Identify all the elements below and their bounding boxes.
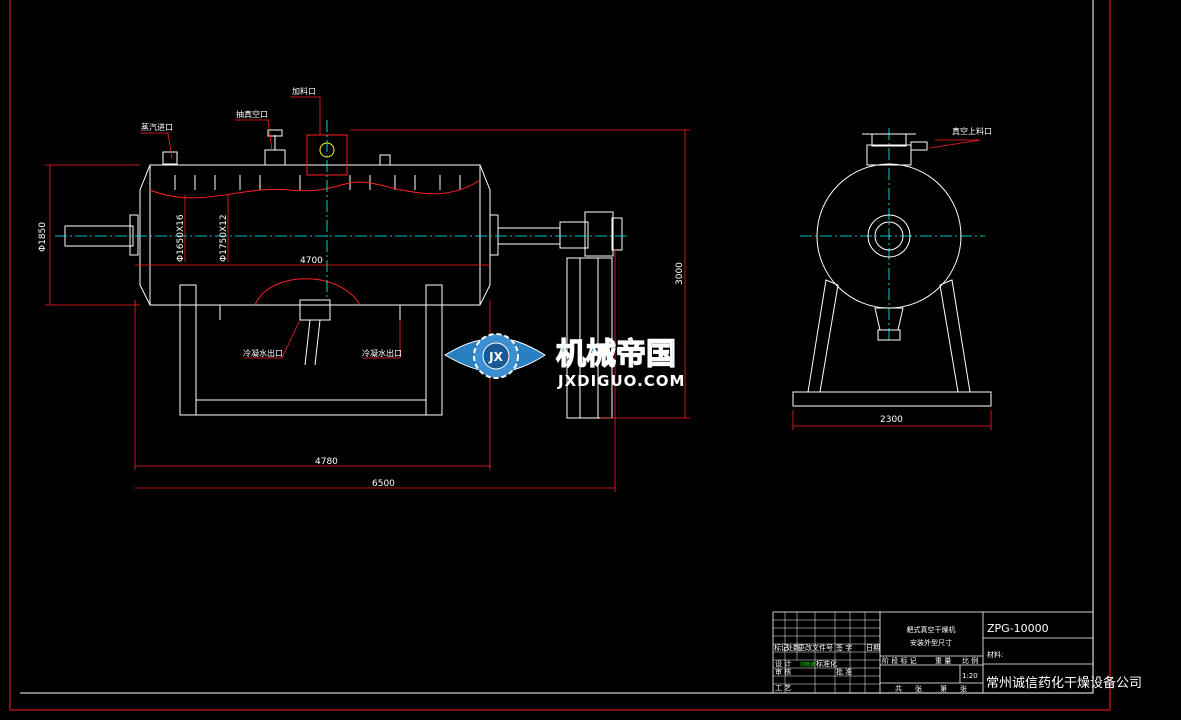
logo-emblem: JX [488,350,503,364]
dim-outer-dia: Φ1750X12 [219,214,229,262]
dim-total-length: 6500 [372,479,395,489]
left-leg [179,284,197,416]
head-mark: 标记 [774,643,788,652]
discharge-port [254,278,361,306]
motor-stand [566,257,613,419]
scale-value: 1:20 [962,672,978,680]
centerlines [55,120,985,340]
shaft-outer [867,214,911,258]
dim-inner-dia: Φ1650X16 [176,214,186,262]
rake-teeth [174,175,461,190]
motor [584,211,614,257]
right-flange [489,214,499,256]
shaft-inner [874,221,904,251]
signature-name: 刘晓波 [800,661,815,668]
drawing-number: ZPG-10000 [987,622,1049,635]
dim-side-width: 2300 [880,415,903,425]
drawing-border [9,0,1111,711]
label-feed-port: 加料口 [292,86,316,96]
vacuum-pipe [264,149,286,166]
row-standard: 标准化 [816,659,837,668]
head-date: 日期 [866,644,880,652]
front-view [64,129,623,419]
label-steam-inlet: 蒸汽进口 [141,122,173,132]
dim-total-height: 3000 [675,262,685,285]
frame-base [195,399,427,416]
steam-inlet-pipe [162,151,178,165]
dim-shell-length: 4700 [300,256,323,266]
row-approve: 批 准 [836,667,852,676]
stage-scale: 比 例 [962,656,978,665]
sheet-total: 共 [895,684,902,693]
sheet-unit1: 张 [915,684,922,693]
gearbox [559,221,589,249]
title-line2: 安装外型尺寸 [910,638,952,647]
front-dimensions [45,96,981,492]
side-view [792,133,992,407]
dim-height: Φ1850 [38,222,48,252]
head-count: 处数 [786,643,800,652]
company-name: 常州诚信药化干燥设备公司 [986,675,1142,691]
title-line1: 耙式真空干燥机 [907,625,956,634]
row-process: 工 艺 [775,684,791,692]
label-vacuum-gauge-port: 真空上料口 [952,126,992,136]
title-block [772,611,1094,694]
dim-frame-length: 4780 [315,457,338,467]
left-flange [129,214,139,256]
dryer-shell [139,164,491,306]
watermark-logo: JX 机械帝国 JXDIGUO.COM [444,333,685,390]
head-file: 更改文件号 [798,643,833,652]
material-label: 材料: [987,650,1003,659]
title-block-text: 耙式真空干燥机 安装外型尺寸 ZPG-10000 材料: 1:20 常州诚信药化… [774,622,1142,693]
label-condensate-left: 冷凝水出口 [243,348,283,358]
logo-cn: 机械帝国 [556,337,676,372]
sheet-no: 第 [940,684,947,693]
logo-en: JXDIGUO.COM [557,372,685,390]
row-design: 设 计 [775,659,791,668]
drawing-labels: 蒸汽进口 抽真空口 加料口 冷凝水出口 冷凝水出口 真空上料口 Φ1850 Φ1… [38,86,992,489]
label-condensate-right: 冷凝水出口 [362,348,402,358]
break-line [149,179,481,199]
side-dimensions [792,410,992,430]
stage-weight: 重 量 [935,657,951,665]
sheet-unit2: 张 [960,684,967,693]
side-base [792,391,992,407]
head-sign: 签 字 [836,643,852,652]
row-review: 审 核 [775,667,791,676]
right-leg [425,284,443,416]
side-frame [807,279,839,393]
stage-mark: 阶 段 标 记 [882,656,917,665]
label-vacuum-port: 抽真空口 [236,109,268,119]
